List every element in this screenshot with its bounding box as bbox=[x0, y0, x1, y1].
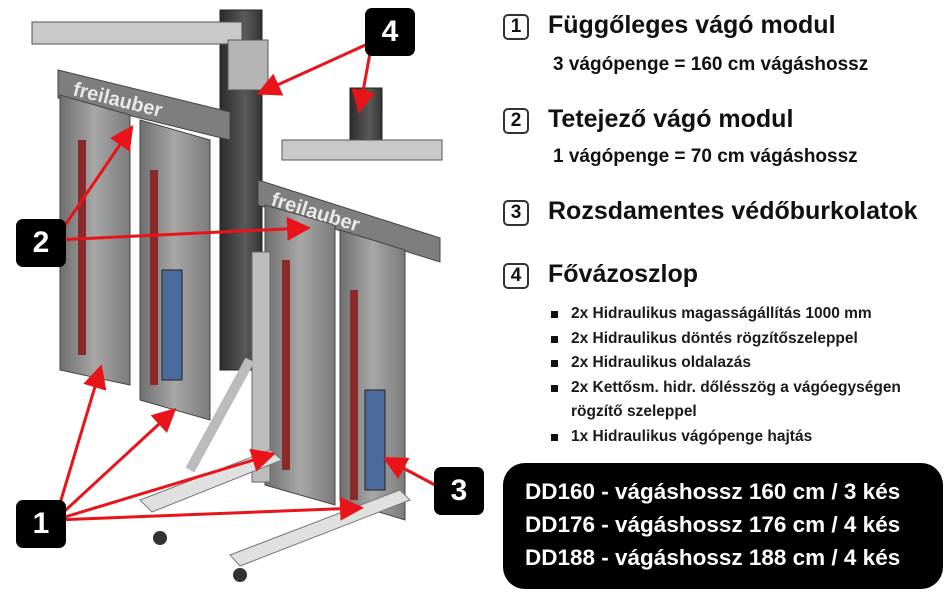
model-line-dd188: DD188 - vágáshossz 188 cm / 4 kés bbox=[525, 545, 901, 570]
bullet-item: 1x Hidraulikus vágópenge hajtás bbox=[545, 425, 945, 450]
feature-title: Függőleges vágó modul bbox=[548, 11, 836, 39]
callout-4: 4 bbox=[365, 8, 415, 56]
bullet-item: 2x Hidraulikus döntés rögzítőszeleppel bbox=[545, 327, 945, 352]
left-cutter-unit bbox=[31, 9, 269, 421]
feature-subtitle: 1 vágópenge = 70 cm vágáshossz bbox=[553, 146, 858, 167]
feature-title: Rozsdamentes védőburkolatok bbox=[548, 197, 918, 225]
callout-1: 1 bbox=[16, 500, 66, 548]
feature-subtitle: 3 vágópenge = 160 cm vágáshossz bbox=[553, 54, 869, 75]
feature-number: 1 bbox=[503, 14, 529, 40]
machine-illustration: freilauber freilauber bbox=[31, 9, 443, 582]
feature-number: 2 bbox=[503, 108, 529, 134]
callout-3: 3 bbox=[434, 467, 484, 515]
model-line-dd176: DD176 - vágáshossz 176 cm / 4 kés bbox=[525, 512, 901, 537]
callout-2: 2 bbox=[16, 219, 66, 267]
bullet-item: 2x Hidraulikus oldalazás bbox=[545, 351, 945, 376]
bullet-item: 2x Hidraulikus magasságállítás 1000 mm bbox=[545, 302, 945, 327]
feature-title: Fővázoszlop bbox=[548, 260, 699, 288]
bullet-item-continuation: rögzítő szeleppel bbox=[571, 403, 697, 420]
models-panel: DD160 - vágáshossz 160 cm / 3 kés DD176 … bbox=[503, 463, 943, 589]
feature-title: Tetejező vágó modul bbox=[548, 105, 794, 133]
feature-number: 4 bbox=[503, 263, 529, 289]
bullet-item: 2x Kettősm. hidr. dőlésszög a vágóegység… bbox=[545, 376, 945, 401]
feature-4-bullet-list: 2x Hidraulikus magasságállítás 1000 mm 2… bbox=[545, 302, 945, 449]
feature-number: 3 bbox=[503, 200, 529, 226]
model-line-dd160: DD160 - vágáshossz 160 cm / 3 kés bbox=[525, 479, 901, 504]
right-cutter-unit bbox=[251, 87, 443, 521]
